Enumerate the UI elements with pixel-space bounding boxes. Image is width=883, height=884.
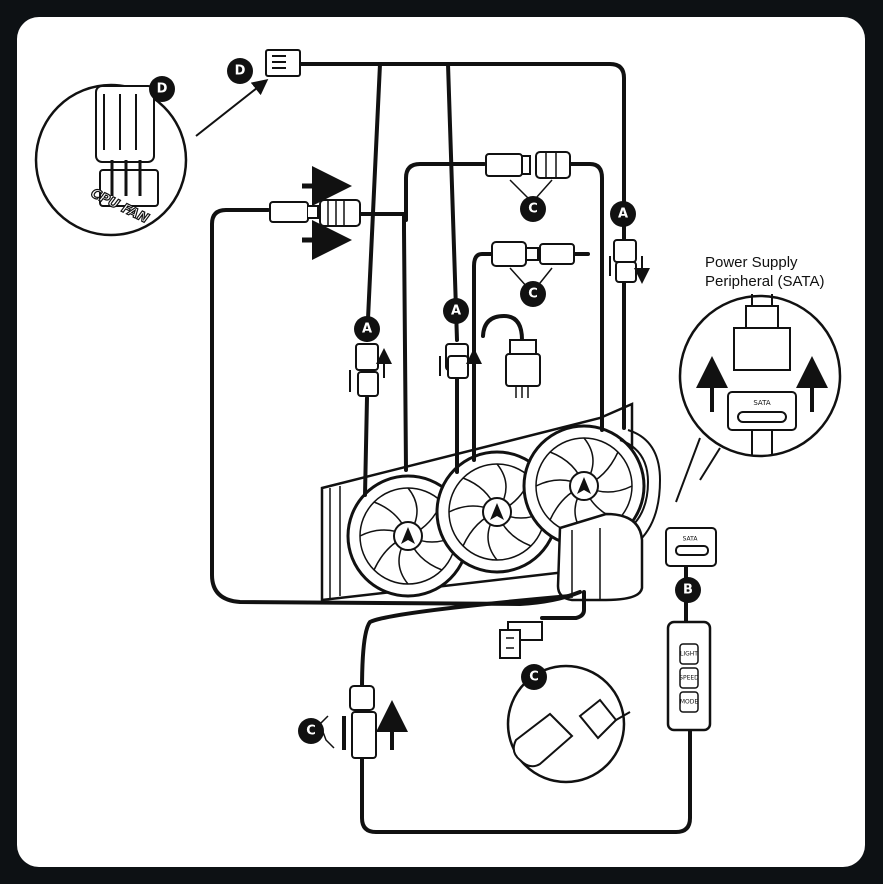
badge-a: A xyxy=(610,201,636,227)
psu-label-line2: Peripheral (SATA) xyxy=(705,273,825,290)
pump-connector-inset xyxy=(506,664,631,784)
cables xyxy=(210,62,692,834)
svg-text:D: D xyxy=(157,82,168,97)
connector xyxy=(269,199,361,227)
svg-text:C: C xyxy=(528,202,538,217)
coolant-tubes xyxy=(619,429,662,541)
badge-c: C xyxy=(520,196,546,222)
badge-c: C xyxy=(298,718,324,744)
badge-d: D xyxy=(227,58,253,84)
cpu-fan-inset: CPU FAN xyxy=(34,83,188,237)
svg-text:A: A xyxy=(618,207,628,222)
svg-text:C: C xyxy=(306,724,316,739)
badge-a: A xyxy=(443,298,469,324)
connector xyxy=(349,343,384,397)
button-mode: MODE xyxy=(680,699,699,706)
connector xyxy=(319,685,392,759)
button-light: LIGHT xyxy=(680,651,698,658)
sata-connector: SATA xyxy=(665,527,717,567)
sata-label: SATA xyxy=(683,536,699,543)
connector xyxy=(609,239,642,282)
fan-controller: LIGHT SPEED MODE xyxy=(666,620,712,732)
pump-block xyxy=(556,512,644,602)
sata-inset-label: SATA xyxy=(753,399,771,407)
svg-text:C: C xyxy=(529,670,539,685)
badge-d: D xyxy=(149,76,175,102)
connector xyxy=(491,241,575,267)
badge-a: A xyxy=(354,316,380,342)
connector xyxy=(485,151,571,179)
connector xyxy=(439,343,474,379)
svg-text:A: A xyxy=(451,304,461,319)
badge-b: B xyxy=(675,577,701,603)
button-speed: SPEED xyxy=(679,675,699,682)
badge-c: C xyxy=(521,664,547,690)
fan-header-plug xyxy=(265,49,301,77)
badge-c: C xyxy=(520,281,546,307)
psu-sata-inset: SATA xyxy=(675,294,842,503)
pointer-arrow-icon xyxy=(195,79,269,137)
connector xyxy=(499,621,543,659)
connector xyxy=(505,339,541,398)
svg-text:A: A xyxy=(362,322,372,337)
svg-text:C: C xyxy=(528,287,538,302)
svg-text:D: D xyxy=(235,64,246,79)
svg-text:B: B xyxy=(683,583,693,598)
psu-label-line1: Power Supply xyxy=(705,254,798,271)
